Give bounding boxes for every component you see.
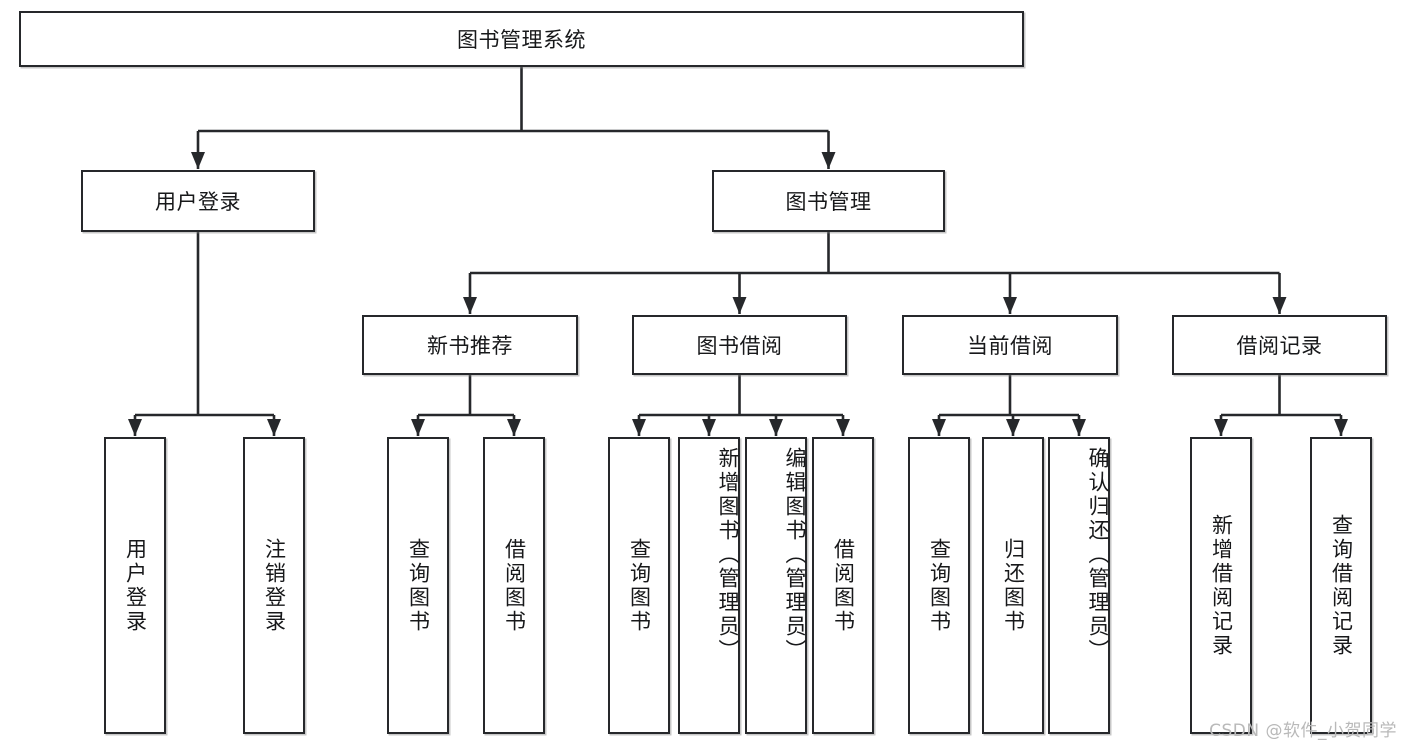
node-leaf-7[interactable]: 借阅图书: [812, 437, 874, 734]
node-leaf-11[interactable]: 新增借阅记录: [1190, 437, 1252, 734]
node-leaf-0-label: 用户登录: [123, 537, 148, 634]
node-leaf-1[interactable]: 注销登录: [243, 437, 305, 734]
node-leaf-3[interactable]: 借阅图书: [483, 437, 545, 734]
node-leaf-5[interactable]: 新增图书（管理员）: [678, 437, 740, 734]
arrow-head-icon: [267, 419, 281, 436]
arrow-head-icon: [702, 419, 716, 436]
node-leaf-8[interactable]: 查询图书: [908, 437, 970, 734]
node-level2-0-label: 用户登录: [155, 190, 241, 214]
arrow-head-icon: [836, 419, 850, 436]
arrow-head-icon: [463, 297, 477, 314]
node-level3-0[interactable]: 新书推荐: [362, 315, 578, 375]
arrow-head-icon: [1072, 419, 1086, 436]
node-level3-1-label: 图书借阅: [696, 334, 783, 358]
node-leaf-1-label: 注销登录: [262, 537, 287, 634]
node-level3-2[interactable]: 当前借阅: [902, 315, 1118, 375]
arrow-head-icon: [632, 419, 646, 436]
node-leaf-2-label: 查询图书: [406, 537, 431, 634]
node-leaf-6-label: 编辑图书（管理员）: [783, 447, 807, 663]
node-leaf-9-label: 归还图书: [1001, 537, 1026, 634]
node-level3-0-label: 新书推荐: [427, 334, 513, 358]
arrow-head-icon: [769, 419, 783, 436]
node-leaf-10-label: 确认归还（管理员）: [1086, 447, 1110, 663]
node-leaf-9[interactable]: 归还图书: [982, 437, 1044, 734]
arrow-head-icon: [1003, 297, 1017, 314]
node-leaf-6[interactable]: 编辑图书（管理员）: [745, 437, 807, 734]
node-leaf-5-label: 新增图书（管理员）: [716, 447, 740, 663]
arrow-head-icon: [191, 152, 205, 169]
node-level3-3-label: 借阅记录: [1236, 334, 1323, 358]
node-leaf-4-label: 查询图书: [627, 537, 652, 634]
node-root-0[interactable]: 图书管理系统: [19, 11, 1024, 67]
arrow-head-icon: [1214, 419, 1228, 436]
node-level3-1[interactable]: 图书借阅: [632, 315, 847, 375]
watermark-text: CSDN @软件_小贺同学: [1209, 721, 1397, 741]
arrow-head-icon: [507, 419, 521, 436]
node-leaf-10[interactable]: 确认归还（管理员）: [1048, 437, 1110, 734]
node-leaf-12[interactable]: 查询借阅记录: [1310, 437, 1372, 734]
arrow-head-icon: [128, 419, 142, 436]
node-level2-0[interactable]: 用户登录: [81, 170, 315, 232]
arrow-head-icon: [1272, 297, 1287, 314]
node-leaf-2[interactable]: 查询图书: [387, 437, 449, 734]
node-level3-3[interactable]: 借阅记录: [1172, 315, 1387, 375]
arrow-head-icon: [1334, 419, 1348, 436]
node-leaf-0[interactable]: 用户登录: [104, 437, 166, 734]
node-leaf-11-label: 新增借阅记录: [1209, 513, 1234, 658]
arrow-head-icon: [1006, 419, 1020, 436]
node-leaf-12-label: 查询借阅记录: [1329, 513, 1354, 658]
node-level2-1[interactable]: 图书管理: [712, 170, 945, 232]
node-leaf-7-label: 借阅图书: [831, 537, 856, 634]
node-leaf-4[interactable]: 查询图书: [608, 437, 670, 734]
node-level3-2-label: 当前借阅: [967, 334, 1053, 358]
node-leaf-3-label: 借阅图书: [502, 537, 527, 634]
node-level2-1-label: 图书管理: [785, 190, 872, 214]
node-root-0-label: 图书管理系统: [457, 28, 586, 52]
arrow-head-icon: [821, 152, 836, 169]
arrow-head-icon: [411, 419, 425, 436]
arrow-head-icon: [732, 297, 747, 314]
node-leaf-8-label: 查询图书: [927, 537, 952, 634]
arrow-head-icon: [932, 419, 946, 436]
